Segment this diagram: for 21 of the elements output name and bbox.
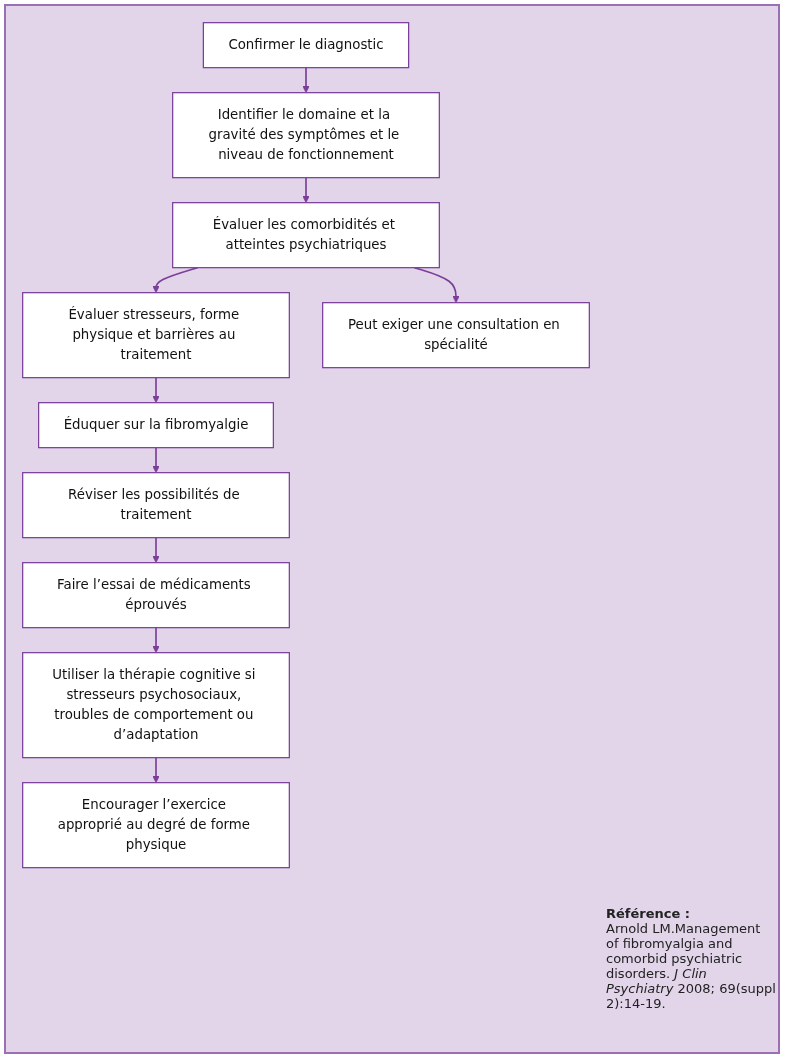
arrow <box>152 756 160 783</box>
node-box: Faire l’essai de médicaments éprouvés <box>22 562 290 629</box>
arrow <box>152 536 160 563</box>
reference-citation: Arnold LM.Management of fibromyalgia and comorbid psychiatric disorders. J Clin Psychiatry 2008; 69(suppl 2):14-19. <box>606 921 776 1011</box>
arrow <box>413 266 460 303</box>
arrow <box>152 446 160 473</box>
node-box: Éduquer sur la fibromyalgie <box>38 402 274 449</box>
node-box: Encourager l’exercice approprié au degré de forme physique <box>22 782 290 869</box>
node-box: Utiliser la thérapie cognitive si stresseurs psychosociaux, troubles de comportement ou d’adaptation <box>22 652 290 759</box>
node-box: Confirmer le diagnostic <box>202 22 410 69</box>
arrow <box>152 266 199 293</box>
node-box: Évaluer stresseurs, forme physique et barrières au traitement <box>22 292 290 379</box>
arrow <box>152 626 160 653</box>
reference-heading: Référence : <box>606 906 692 921</box>
arrow <box>302 176 310 203</box>
node-box: Réviser les possibilités de traitement <box>22 472 290 539</box>
arrow <box>302 66 310 93</box>
node-box: Évaluer les comorbidités et atteintes psychiatriques <box>172 202 440 269</box>
node-box: Peut exiger une consultation en spécialité <box>322 302 590 369</box>
node-box: Identifier le domaine et la gravité des symptômes et le niveau de fonctionnement <box>172 92 440 179</box>
arrow <box>152 376 160 403</box>
